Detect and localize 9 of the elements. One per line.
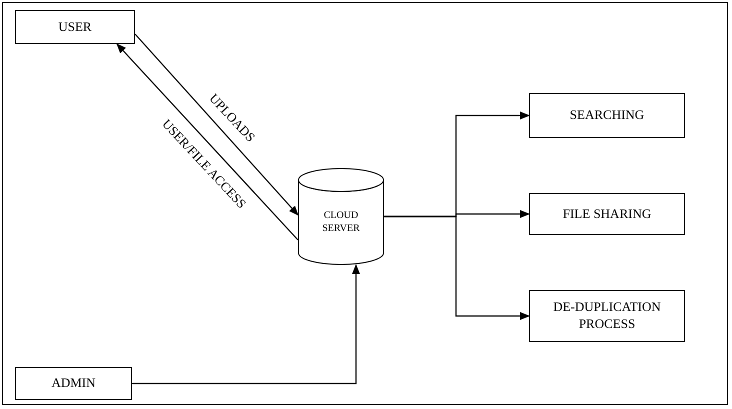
process-box: DE-DUPLICATION PROCESS [529,290,685,342]
arrow [116,43,298,240]
arrow [134,34,299,216]
arrow [384,216,530,320]
arrow [132,264,360,384]
process-box: USER [15,10,135,44]
process-box: ADMIN [15,367,132,400]
process-box: FILE SHARING [529,193,685,235]
process-box: SEARCHING [529,93,685,138]
